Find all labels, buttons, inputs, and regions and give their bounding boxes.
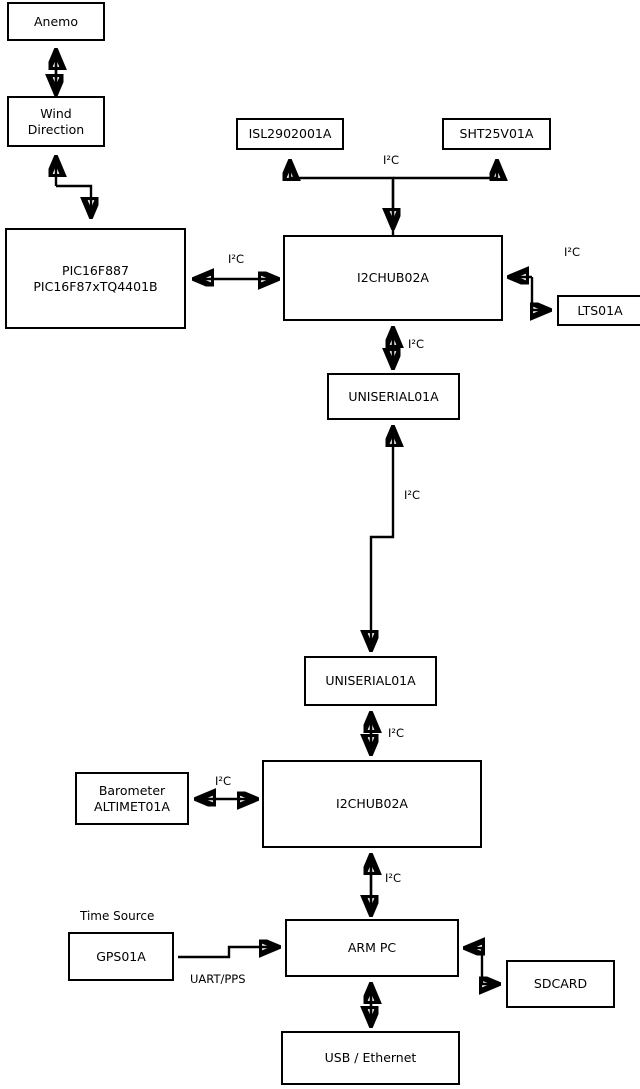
edge-label-i2c-top-bus: I²C bbox=[383, 153, 400, 167]
connector-arm-sdcard bbox=[467, 948, 497, 984]
node-isl2902001a[interactable]: ISL2902001A bbox=[236, 118, 344, 150]
node-arm-pc[interactable]: ARM PC bbox=[285, 919, 459, 977]
edge-label-i2c-barometer: I²C bbox=[215, 774, 232, 788]
connector-uniserial-uniserial bbox=[371, 429, 393, 648]
edge-label-i2c-hub2-arm: I²C bbox=[385, 871, 402, 885]
node-anemo[interactable]: Anemo bbox=[7, 2, 105, 41]
node-i2chub02a-top[interactable]: I2CHUB02A bbox=[283, 235, 503, 321]
edge-label-uart-pps: UART/PPS bbox=[190, 972, 246, 986]
edge-label-i2c-hub-uniserial: I²C bbox=[408, 337, 425, 351]
node-pic-mcu[interactable]: PIC16F887 PIC16F87xTQ4401B bbox=[5, 228, 186, 329]
node-lts01a[interactable]: LTS01A bbox=[557, 295, 640, 326]
connector-wind-direction-pic bbox=[56, 159, 91, 215]
edge-label-i2c-lts: I²C bbox=[564, 245, 581, 259]
edge-label-i2c-uniserial-hub2: I²C bbox=[388, 726, 405, 740]
node-uniserial01a-bottom[interactable]: UNISERIAL01A bbox=[304, 656, 437, 706]
node-uniserial01a-top[interactable]: UNISERIAL01A bbox=[327, 373, 460, 420]
label-time-source: Time Source bbox=[80, 909, 155, 923]
edge-label-i2c-pic-hub: I²C bbox=[228, 252, 245, 266]
node-i2chub02a-bottom[interactable]: I2CHUB02A bbox=[262, 760, 482, 848]
node-sht25v01a[interactable]: SHT25V01A bbox=[442, 118, 551, 150]
edge-label-i2c-uniserial-link: I²C bbox=[404, 488, 421, 502]
node-usb-ethernet[interactable]: USB / Ethernet bbox=[281, 1031, 460, 1085]
connector-gps-arm bbox=[178, 947, 277, 957]
node-gps01a[interactable]: GPS01A bbox=[68, 932, 174, 981]
node-sdcard[interactable]: SDCARD bbox=[506, 960, 615, 1008]
node-wind-direction[interactable]: Wind Direction bbox=[7, 96, 105, 147]
connector-hub-lts bbox=[511, 277, 548, 310]
connector-hub-isl-sht-bus bbox=[290, 163, 497, 235]
node-barometer-altimet01a[interactable]: Barometer ALTIMET01A bbox=[75, 772, 189, 825]
